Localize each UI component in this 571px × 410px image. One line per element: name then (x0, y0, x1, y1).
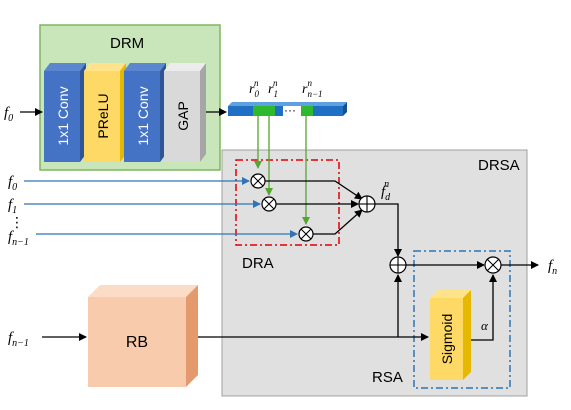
sum-node-dra (358, 195, 376, 213)
output-fn: fn (548, 258, 557, 277)
arrow-sigmoid-to-mul (471, 274, 497, 341)
dra-label: DRA (242, 255, 274, 272)
input-dots: ⋮ (10, 214, 24, 230)
drsa-region (221, 149, 528, 397)
input-fn1: fn−1 (8, 229, 29, 248)
arrow-muln1-to-sum (313, 209, 363, 235)
drm-block-conv1-label: 1x1 Conv (55, 86, 71, 145)
sigmoid-label: Sigmoid (439, 314, 455, 365)
drm-block-conv2-label: 1x1 Conv (135, 86, 151, 145)
multiply-node-0 (250, 173, 266, 189)
drm-block-gap: GAP (164, 63, 206, 162)
sum-node-combine (389, 256, 407, 274)
input-f1: f1 (8, 197, 17, 216)
label-r0: r0n (249, 78, 259, 99)
label-fad: fdn (381, 179, 391, 203)
drm-block-conv1: 1x1 Conv (44, 63, 86, 162)
multiply-node-1 (261, 196, 277, 212)
dra-box (235, 159, 340, 246)
multiply-node-n1 (298, 226, 314, 242)
rb-label: RB (126, 334, 148, 351)
multiply-node-final (484, 256, 502, 274)
drm-block-conv2: 1x1 Conv (124, 63, 166, 162)
drm-block-gap-label: GAP (175, 101, 191, 131)
rb-block: RB (88, 285, 198, 387)
input-fn1-bottom: fn−1 (8, 330, 29, 349)
input-f0: f0 (8, 174, 17, 193)
arrow-fad-to-sum2 (375, 203, 402, 257)
sigmoid-block: Sigmoid (430, 290, 471, 380)
vector-ellipsis: ··· (284, 103, 296, 117)
rsa-label: RSA (372, 369, 403, 386)
label-rn1: rn−1n (302, 78, 323, 99)
drm-label: DRM (110, 35, 144, 52)
label-r1: r1n (268, 78, 278, 99)
drm-block-prelu: PReLU (84, 63, 126, 162)
label-alpha: α (481, 318, 489, 333)
arrow-mul0-to-sum (265, 180, 363, 200)
rsa-box (413, 250, 511, 389)
drsa-label: DRSA (478, 157, 520, 174)
input-f0-top: f0 (4, 105, 13, 124)
drm-block-prelu-label: PReLU (95, 93, 111, 138)
attention-vector (228, 102, 347, 116)
